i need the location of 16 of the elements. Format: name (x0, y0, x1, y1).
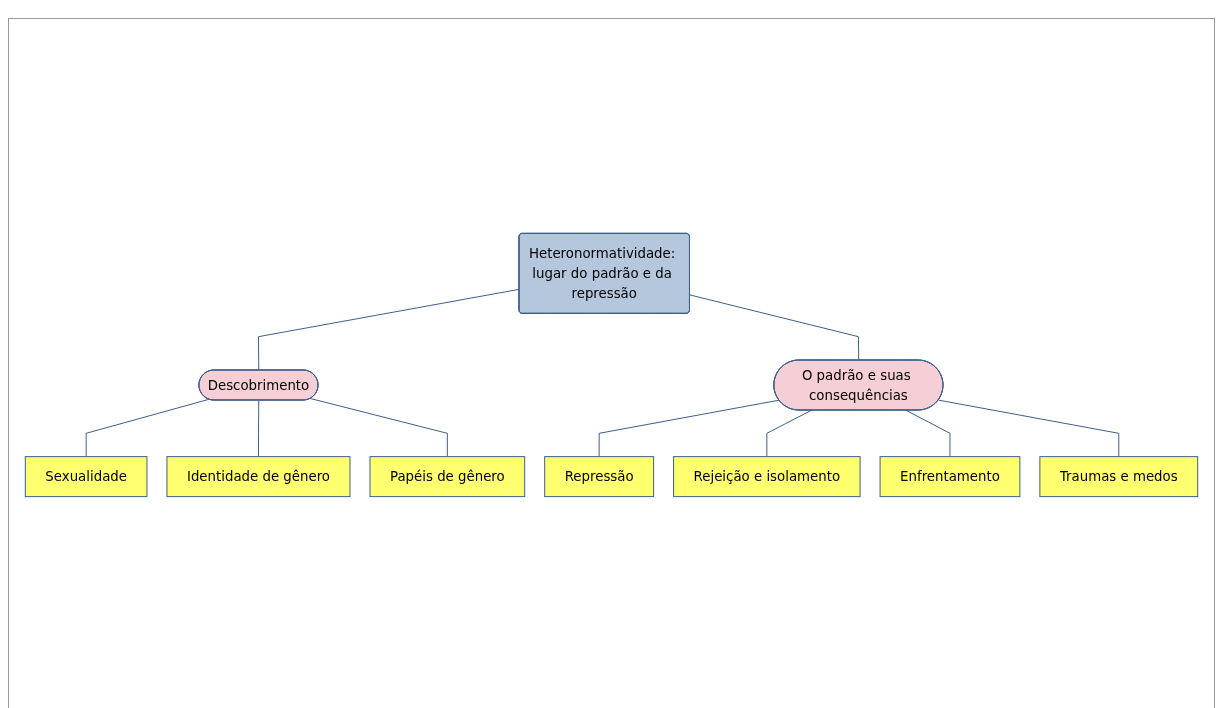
connector (257, 288, 520, 371)
node-box: Rejeição e isolamento (673, 456, 861, 498)
connector (937, 399, 1120, 458)
connector (85, 398, 210, 458)
connector (766, 409, 812, 458)
connector (257, 399, 260, 458)
connector (598, 399, 780, 458)
node-box: Sexualidade (24, 456, 148, 498)
node-box: Enfrentamento (879, 456, 1021, 498)
connector (905, 409, 951, 458)
node-box: Repressão (544, 456, 655, 498)
connector (689, 294, 860, 361)
connector (309, 398, 448, 458)
node-box: Traumas e medos (1039, 456, 1199, 498)
node-box: Papéis de gênero (369, 456, 526, 498)
node-box: Identidade de gênero (166, 456, 351, 498)
